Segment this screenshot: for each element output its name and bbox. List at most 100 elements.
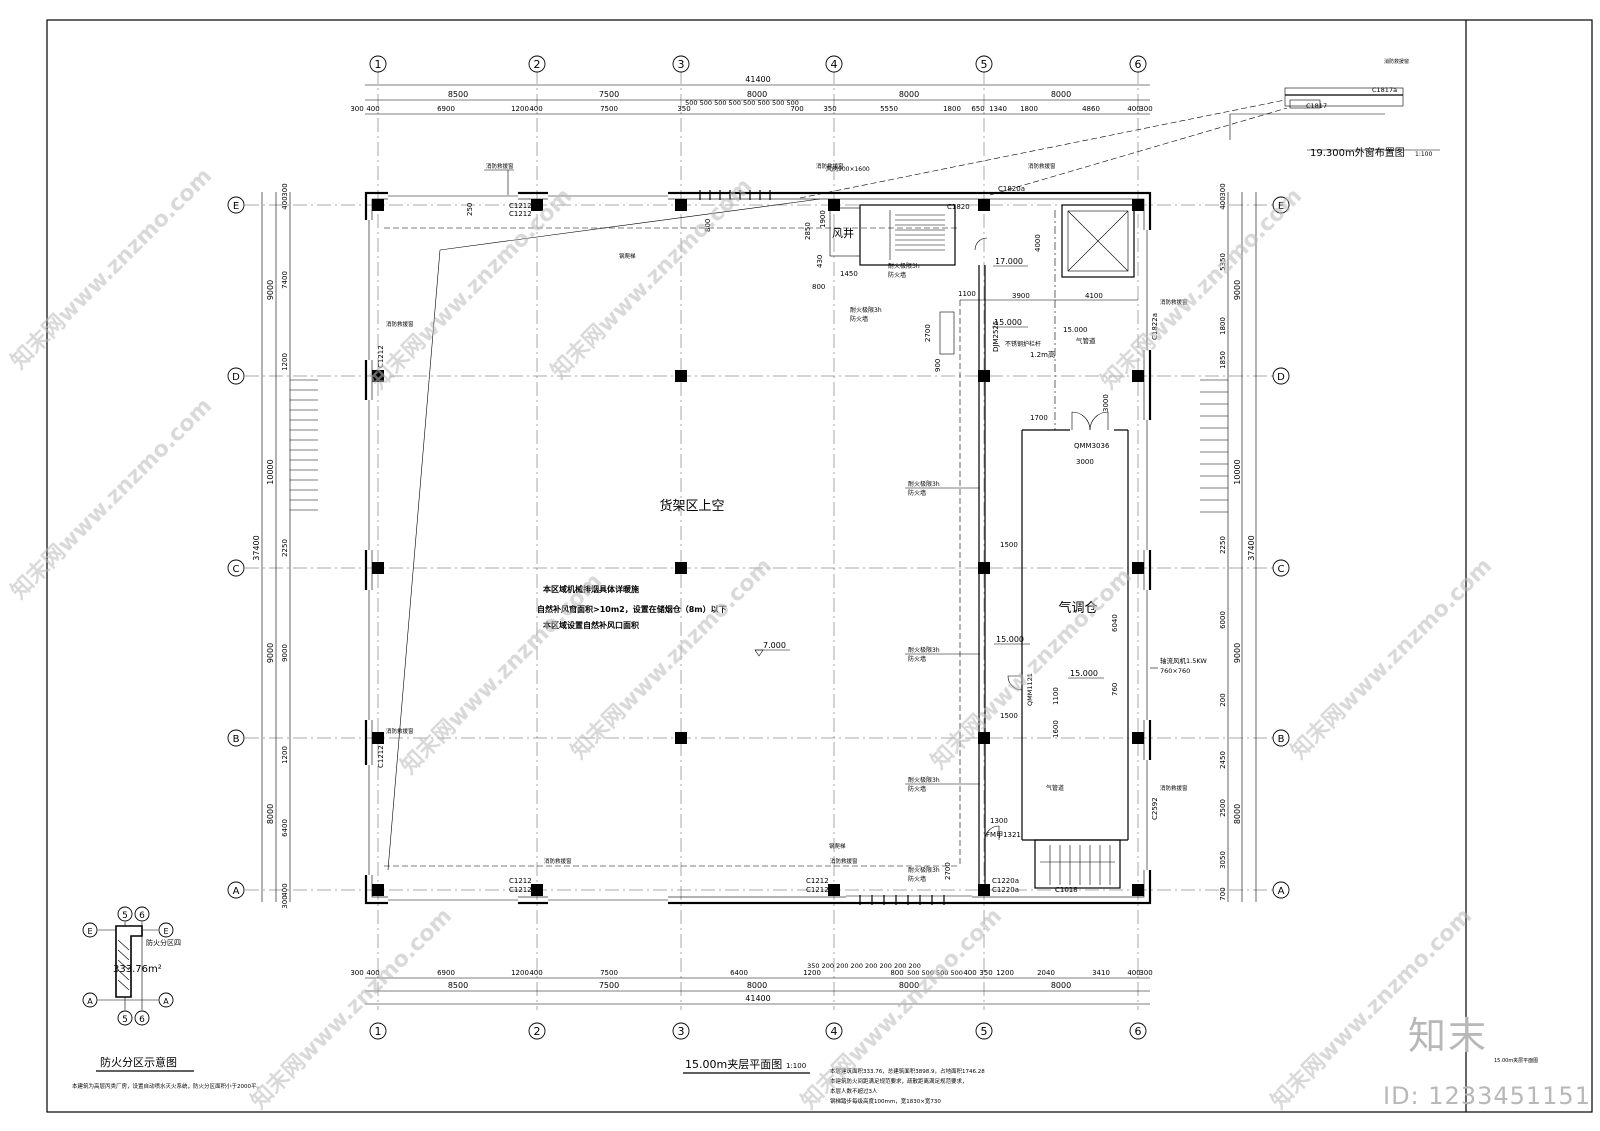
dim-sub: 300 bbox=[281, 183, 289, 196]
label-firewall: 防火墙 bbox=[908, 875, 926, 883]
dim-sub: 400 bbox=[281, 883, 289, 896]
dim-bay: 9000 bbox=[266, 643, 275, 663]
dim-total: 37400 bbox=[1247, 535, 1256, 560]
dim-inner: 800 bbox=[812, 283, 825, 291]
watermark-text: 知末网www.znzmo.com bbox=[6, 163, 217, 374]
dim-sub: 6900 bbox=[437, 969, 455, 977]
dim-sub: 2040 bbox=[1037, 969, 1055, 977]
axis-label: B bbox=[1278, 734, 1285, 745]
dim-sub: 400 bbox=[1127, 969, 1140, 977]
window-code: C1212 bbox=[377, 745, 385, 768]
dim-inner: 1300 bbox=[990, 817, 1008, 825]
dim-bay: 9000 bbox=[1233, 643, 1242, 663]
dim-sub: 300 bbox=[1139, 105, 1152, 113]
axis-label: 6 bbox=[1135, 58, 1142, 71]
dim-sub: 350 200 200 200 200 200 200 200 bbox=[807, 962, 921, 970]
key-axis: A bbox=[163, 997, 169, 1006]
dim-sub: 400 bbox=[1219, 196, 1227, 209]
dim-sub: 7500 bbox=[600, 105, 618, 113]
structural-columns bbox=[372, 199, 1144, 896]
window-code: C1817 bbox=[1306, 102, 1327, 110]
dim-sub: 400 bbox=[529, 105, 542, 113]
axis-label: 4 bbox=[831, 1025, 838, 1038]
elevation-17: 17.000 bbox=[995, 257, 1023, 266]
inner-dimensions: 2850 1900 430 800 1450 3900 4100 1100 27… bbox=[466, 203, 1119, 880]
dim-inner: 6040 bbox=[1111, 614, 1119, 632]
dim-inner: 3000 bbox=[1076, 458, 1094, 466]
dim-inner: 4000 bbox=[1034, 234, 1042, 252]
dim-bay: 8500 bbox=[448, 981, 468, 990]
dim-sub: 1200 bbox=[511, 105, 529, 113]
dim-sub: 2250 bbox=[281, 539, 289, 557]
dim-inner: 1450 bbox=[840, 270, 858, 278]
dim-sub: 1200 bbox=[281, 746, 289, 764]
dim-sub: 300 bbox=[350, 969, 363, 977]
dim-sub: 5550 bbox=[880, 105, 898, 113]
window-code: C1212 bbox=[377, 345, 385, 368]
tag-wind-valve: 风阀900×1600 bbox=[826, 165, 870, 173]
elevation-15: 15.000 bbox=[994, 318, 1022, 327]
fire-walls bbox=[960, 210, 1138, 890]
tag-smoke-window: 消防救援窗 bbox=[830, 857, 858, 865]
label-wall-3h: 耐火极限3h bbox=[908, 646, 940, 654]
dim-sub: 400 bbox=[963, 969, 976, 977]
window-code: C1212 bbox=[509, 210, 532, 218]
key-zone-label: 防火分区四 bbox=[146, 938, 181, 947]
dim-inner: 1500 bbox=[1000, 541, 1018, 549]
tag-smoke-window: 消防救援窗 bbox=[386, 727, 414, 735]
fan-spec: 轴流风机1.5KW bbox=[1160, 656, 1207, 665]
tag-smoke-window: 消防救援窗 bbox=[1160, 784, 1188, 792]
dim-bay: 8000 bbox=[1233, 804, 1242, 824]
dim-sub: 700 bbox=[1219, 887, 1227, 900]
axis-label: A bbox=[1278, 886, 1285, 897]
stair-bottom bbox=[1034, 839, 1121, 889]
door-code: QMM1121 bbox=[1026, 673, 1034, 706]
elevation-floor: 7.000 bbox=[763, 641, 786, 650]
dim-inner: 800 bbox=[704, 219, 712, 232]
dim-sub: 2500 bbox=[1219, 799, 1227, 817]
note-vent-1: 本区域机械排烟具体详暖施 bbox=[542, 584, 639, 594]
watermark-text: 知末网www.znzmo.com bbox=[546, 173, 757, 384]
footnote: 钢梯踏步每级高度100mm，宽1830×宽730 bbox=[830, 1097, 941, 1105]
dim-sub: 1200 bbox=[996, 969, 1014, 977]
tag-smoke-window: 消防救援窗 bbox=[486, 162, 514, 170]
window-code: C1817a bbox=[1372, 86, 1397, 94]
dim-sub: 400 bbox=[281, 196, 289, 209]
elevation-15: 15.000 bbox=[996, 635, 1024, 644]
tag-smoke-window: 消防救援窗 bbox=[544, 857, 572, 865]
dim-inner: 2700 bbox=[944, 862, 952, 880]
dim-bay: 7500 bbox=[599, 981, 619, 990]
dim-inner: 1900 bbox=[819, 210, 827, 228]
axis-bubbles-top: 1 2 3 4 5 6 bbox=[369, 55, 1147, 73]
dimensions-right: 37400 9000 10000 9000 8000 300 400 5350 … bbox=[1200, 183, 1257, 902]
elevation-15: 15.000 bbox=[1070, 669, 1098, 678]
dim-sub: 500 500 500 500 500 500 500 500 bbox=[685, 99, 799, 107]
axis-label: 4 bbox=[831, 58, 838, 71]
label-firewall: 防火墙 bbox=[908, 785, 926, 793]
room-shelf-void: 货架区上空 bbox=[659, 498, 724, 514]
dim-sub: 7400 bbox=[281, 271, 289, 289]
dim-inner: 1500 bbox=[1000, 712, 1018, 720]
dim-bay: 8000 bbox=[899, 90, 919, 99]
dim-sub: 6000 bbox=[1219, 611, 1227, 629]
dim-sub: 200 bbox=[1219, 693, 1227, 706]
key-axis: E bbox=[87, 927, 92, 936]
dim-total: 41400 bbox=[745, 994, 770, 1003]
dim-bay: 8000 bbox=[1051, 981, 1071, 990]
axis-lines bbox=[245, 70, 1275, 1010]
watermark-id: ID: 1233451151 bbox=[1383, 1082, 1591, 1110]
dim-sub: 1200 bbox=[803, 969, 821, 977]
room-shaft: 风井 bbox=[832, 226, 854, 240]
dim-sub: 400 bbox=[529, 969, 542, 977]
key-zone-area: 333.76m² bbox=[113, 964, 162, 975]
dim-sub: 400 bbox=[366, 969, 379, 977]
axis-label: 6 bbox=[1135, 1025, 1142, 1038]
dim-sub: 1800 bbox=[1219, 317, 1227, 335]
dim-sub: 300 bbox=[350, 105, 363, 113]
axis-label: C bbox=[1278, 564, 1285, 575]
footnote: 本层建筑面积333.76，总建筑面积3898.9，占地面积1746.28 bbox=[830, 1067, 985, 1075]
dimensions-bottom: 300 400 6900 1200 400 7500 6400 1200 350… bbox=[350, 962, 1153, 1005]
window-code: C1212 bbox=[806, 877, 829, 885]
note-vent-2: 自然补风窗面积>10m2，设置在储烟仓（8m）以下 bbox=[537, 604, 727, 614]
dim-sub: 800 bbox=[890, 969, 903, 977]
